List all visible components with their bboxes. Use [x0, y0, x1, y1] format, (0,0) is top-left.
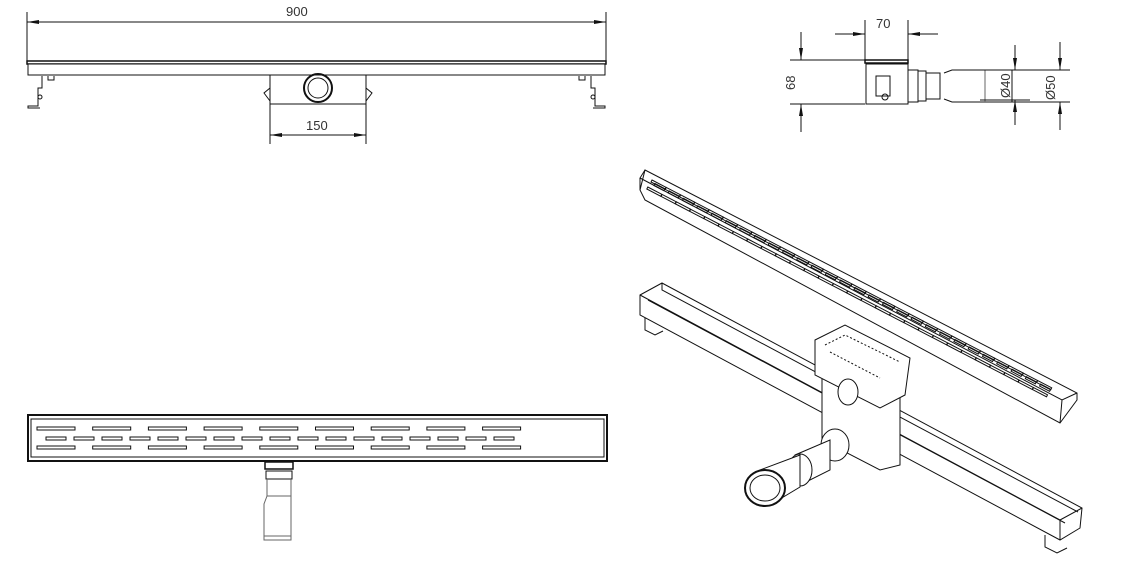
grate-slot [73, 436, 95, 441]
grate-slot [482, 426, 522, 431]
iso-grate-slot [653, 182, 666, 192]
grate-slot [437, 436, 459, 441]
inner-diameter-label: Ø40 [998, 73, 1013, 98]
iso-grate-slot [996, 361, 1009, 370]
grate-slot [465, 436, 487, 441]
iso-grate-slot [896, 309, 909, 318]
iso-grate-slot [953, 338, 966, 348]
iso-frame [814, 324, 911, 409]
grate-slot [269, 436, 291, 441]
grate-slot [381, 436, 403, 441]
isometric-view [639, 169, 1083, 554]
grate-slot [315, 426, 354, 431]
iso-grate-slot [981, 353, 995, 363]
iso-grate-slot [810, 264, 823, 274]
length-dimension-label: 900 [286, 4, 308, 19]
grate-slot [185, 436, 207, 441]
iso-outlet-port [837, 378, 859, 406]
grate-slot [353, 436, 375, 441]
iso-grate-slot [824, 271, 837, 281]
grate-slot [241, 436, 263, 441]
iso-grate-slot [967, 346, 980, 355]
outlet-adapter [264, 461, 294, 470]
iso-grate-slot [881, 301, 895, 311]
iso-grate-slot [867, 294, 880, 303]
front-view: 900 150 [26, 4, 607, 144]
outlet-width-label: 150 [306, 118, 328, 133]
iso-grate-slot [1031, 386, 1049, 398]
grate-slot [157, 436, 179, 441]
grate-slot [129, 436, 151, 441]
grate-slot [426, 445, 466, 450]
grate-slot [101, 436, 123, 441]
iso-grate-slot [1038, 383, 1052, 392]
grate-slot [203, 426, 243, 431]
iso-grate-slot [767, 242, 780, 251]
iso-grate-slot [724, 219, 737, 229]
iso-grate-slot [838, 279, 852, 288]
grate-slot [36, 445, 76, 450]
iso-grate-slot [910, 316, 923, 326]
iso-grate-slot [1010, 368, 1023, 378]
iso-grate-slot [924, 323, 937, 333]
grate-slot [493, 436, 515, 441]
grate-slot [213, 436, 235, 441]
side-view: 70 68 Ø40 Ø50 [783, 16, 1070, 132]
grate-slot [426, 426, 466, 431]
grate-slot [203, 445, 243, 450]
grate-slot [315, 445, 354, 450]
grate-slot [325, 436, 347, 441]
grate-slot [409, 436, 431, 441]
grate-slot [259, 445, 299, 450]
grate-slot [370, 426, 410, 431]
grate-slot [259, 426, 299, 431]
outer-diameter-label: Ø50 [1043, 75, 1058, 100]
grate-slots [36, 426, 522, 450]
right-bracket [578, 76, 606, 109]
grate-slot [92, 426, 132, 431]
grate-slot [482, 445, 522, 450]
iso-grate-slot [1024, 375, 1037, 385]
iso-grate-slot [853, 286, 866, 296]
height-dimension-label: 68 [783, 76, 798, 90]
iso-grate-slot [781, 249, 795, 259]
outlet-pipe [303, 73, 333, 103]
top-view [27, 414, 608, 541]
iso-grate-slot [667, 190, 680, 199]
iso-drain-pipe [744, 469, 786, 507]
grate-slot [297, 436, 319, 441]
outlet-box [269, 74, 367, 105]
iso-grate-slot [753, 234, 766, 244]
iso-grate-slot [938, 331, 952, 340]
grate-slot [147, 445, 187, 450]
width-dimension-label: 70 [876, 16, 890, 31]
grate-slot [92, 445, 132, 450]
iso-grate-slot [738, 227, 752, 236]
left-bracket [27, 76, 55, 109]
iso-grate-slot [796, 257, 809, 266]
side-outlet-box [865, 63, 909, 105]
grate-slot [147, 426, 187, 431]
iso-grate-slot [681, 197, 695, 207]
grate-slot [370, 445, 410, 450]
grate-slot [36, 426, 76, 431]
grate-slot [45, 436, 67, 441]
iso-grate-slot [696, 205, 709, 214]
iso-grate-slot [710, 212, 723, 222]
iso-grate-slots [646, 179, 1053, 398]
